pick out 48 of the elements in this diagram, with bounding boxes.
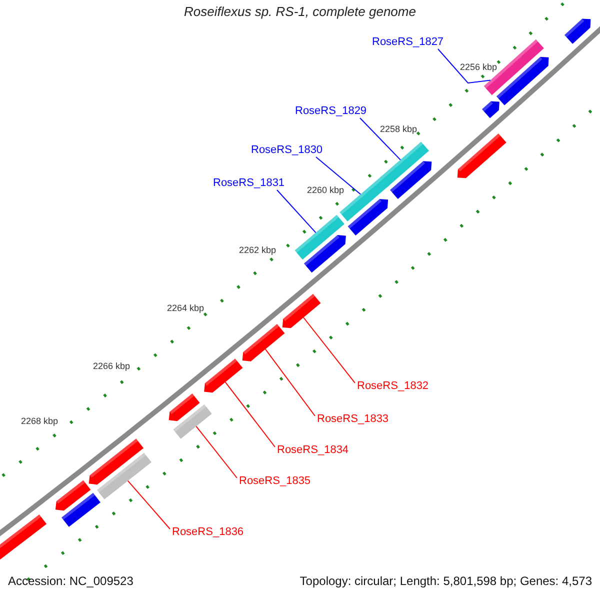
gene-block [380, 142, 429, 187]
gene-label: RoseRS_1829 [295, 105, 367, 118]
gene-block [496, 56, 549, 106]
leader-line [316, 156, 361, 195]
leader-line [127, 480, 170, 530]
gene-block [282, 294, 321, 328]
leader-line [303, 317, 356, 384]
tick-label: 2266 kbp [93, 360, 130, 373]
gene-block [204, 358, 243, 393]
leader-line [264, 348, 316, 416]
tick-label: 2268 kbp [21, 415, 58, 428]
genome-summary: Topology: circular; Length: 5,801,598 bp; Genes: 4,573 [300, 575, 592, 588]
gene-label: RoseRS_1836 [172, 526, 244, 539]
gene-block [55, 480, 91, 511]
tick-label: 2264 kbp [167, 302, 204, 315]
leader-line [438, 48, 491, 84]
leader-line [196, 426, 238, 478]
gene-block [457, 133, 506, 178]
gene-label: RoseRS_1832 [357, 380, 429, 393]
gene-block [0, 514, 47, 560]
gene-block [564, 18, 591, 44]
gene-block [88, 438, 144, 485]
gene-block [96, 452, 152, 500]
tick-label: 2260 kbp [307, 184, 344, 197]
gene-block [390, 161, 432, 200]
gene-label: RoseRS_1834 [277, 444, 349, 457]
gene-label: RoseRS_1827 [372, 36, 444, 49]
gene-label: RoseRS_1830 [251, 144, 323, 157]
gene-block [62, 492, 100, 527]
tick-label: 2262 kbp [239, 244, 276, 257]
gene-block [168, 394, 200, 422]
leader-line [360, 118, 401, 160]
gene-block [348, 199, 388, 236]
diagram-title: Roseiflexus sp. RS-1, complete genome [183, 5, 417, 18]
gene-block [173, 404, 212, 439]
tick-label: 2258 kbp [380, 123, 418, 136]
gene-block [484, 39, 544, 96]
gene-block [482, 101, 500, 118]
gene-label: RoseRS_1833 [317, 413, 389, 426]
tick-label: 2256 kbp [460, 61, 498, 74]
leader-line [276, 190, 316, 234]
gene-block [242, 324, 285, 362]
accession-note: Accession: NC_009523 [8, 575, 134, 588]
leader-line [224, 382, 276, 448]
gene-label: RoseRS_1831 [213, 177, 285, 190]
gene-block [294, 214, 344, 260]
gene-block [304, 235, 346, 273]
gene-label: RoseRS_1835 [239, 475, 311, 488]
